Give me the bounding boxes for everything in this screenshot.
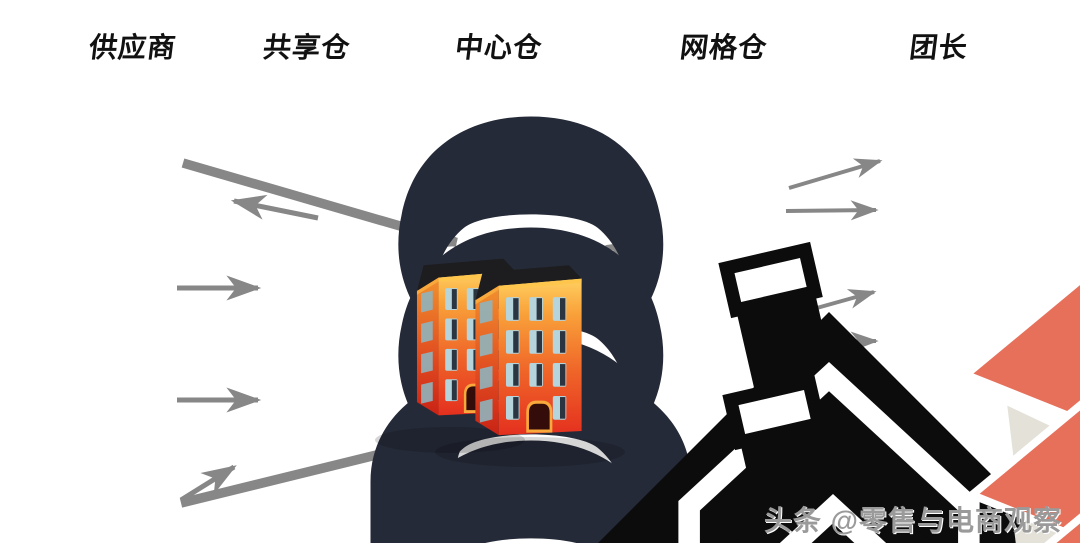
watermark-text: 头条 @零售与电商观察 bbox=[763, 505, 1062, 536]
arrow-grid1-to-leader1 bbox=[788, 158, 883, 190]
arrow-back-to-supplier1 bbox=[230, 194, 319, 221]
arrow-supplier4-to-shared2 bbox=[179, 464, 237, 503]
central-warehouse-building-front bbox=[473, 263, 584, 437]
arrow-grid1-to-leader2 bbox=[785, 200, 879, 221]
grid-warehouse-column bbox=[966, 199, 1080, 543]
building-shadow-left bbox=[375, 427, 525, 453]
building-shadow-right bbox=[435, 437, 625, 467]
central-warehouse-group bbox=[375, 257, 625, 467]
